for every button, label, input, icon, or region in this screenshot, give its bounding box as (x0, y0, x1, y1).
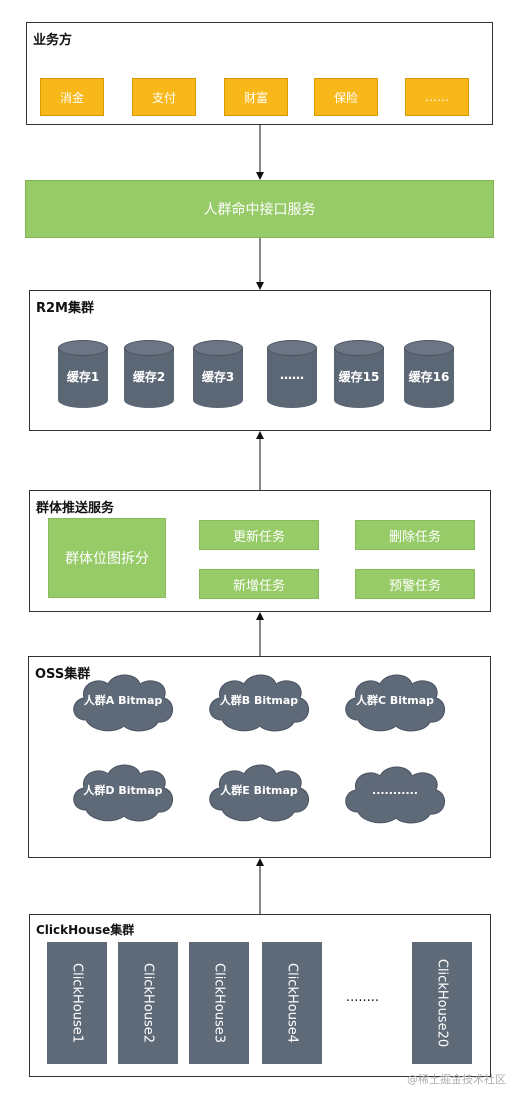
bitmap-cloud-label: ........... (372, 784, 418, 797)
cache-label: 缓存1 (66, 370, 100, 384)
bitmap-cloud: 人群B Bitmap (204, 670, 314, 734)
push-service-title: 群体推送服务 (36, 501, 115, 516)
cache-label: 缓存16 (408, 370, 450, 384)
watermark: @稀土掘金技术社区 (407, 1073, 506, 1086)
bitmap-cloud-label: 人群B Bitmap (219, 694, 299, 707)
bitmap-cloud-label: 人群D Bitmap (83, 784, 163, 797)
cache-label: 缓存2 (132, 370, 166, 384)
cache-node: 缓存15 (334, 340, 384, 408)
bitmap-cloud-label: 人群C Bitmap (355, 694, 435, 707)
alert-task: 预警任务 (355, 569, 475, 599)
cache-node: …… (267, 340, 317, 408)
cache-label: 缓存15 (338, 370, 380, 384)
bitmap-cloud: ........... (340, 762, 450, 826)
clickhouse-node: ClickHouse4 (262, 942, 322, 1064)
cache-node: 缓存16 (404, 340, 454, 408)
bitmap-cloud: 人群A Bitmap (68, 670, 178, 734)
bitmap-split-block: 群体位图拆分 (48, 518, 166, 598)
clickhouse-node: ClickHouse20 (412, 942, 472, 1064)
cache-node: 缓存1 (58, 340, 108, 408)
clickhouse-ellipsis: ........ (346, 990, 380, 1005)
business-item-wealth: 财富 (224, 78, 288, 116)
cache-label: 缓存3 (201, 370, 235, 384)
clickhouse-node: ClickHouse1 (47, 942, 107, 1064)
business-item-payment: 支付 (132, 78, 196, 116)
delete-task: 删除任务 (355, 520, 475, 550)
bitmap-cloud-label: 人群E Bitmap (220, 784, 298, 797)
clickhouse-node: ClickHouse3 (189, 942, 249, 1064)
business-item-consumer-finance: 消金 (40, 78, 104, 116)
oss-cluster-title: OSS集群 (35, 667, 91, 682)
bitmap-cloud: 人群D Bitmap (68, 760, 178, 824)
cache-node: 缓存3 (193, 340, 243, 408)
business-item-insurance: 保险 (314, 78, 378, 116)
bitmap-cloud: 人群C Bitmap (340, 670, 450, 734)
update-task: 更新任务 (199, 520, 319, 550)
clickhouse-node: ClickHouse2 (118, 942, 178, 1064)
bitmap-cloud-label: 人群A Bitmap (83, 694, 163, 707)
crowd-hit-interface-service: 人群命中接口服务 (25, 180, 494, 238)
cache-label: …… (280, 368, 304, 382)
add-task: 新增任务 (199, 569, 319, 599)
bitmap-cloud: 人群E Bitmap (204, 760, 314, 824)
cache-node: 缓存2 (124, 340, 174, 408)
business-item-more: …… (405, 78, 469, 116)
business-title: 业务方 (33, 33, 73, 48)
r2m-cluster-title: R2M集群 (36, 301, 94, 316)
clickhouse-cluster-title: ClickHouse集群 (36, 923, 135, 937)
